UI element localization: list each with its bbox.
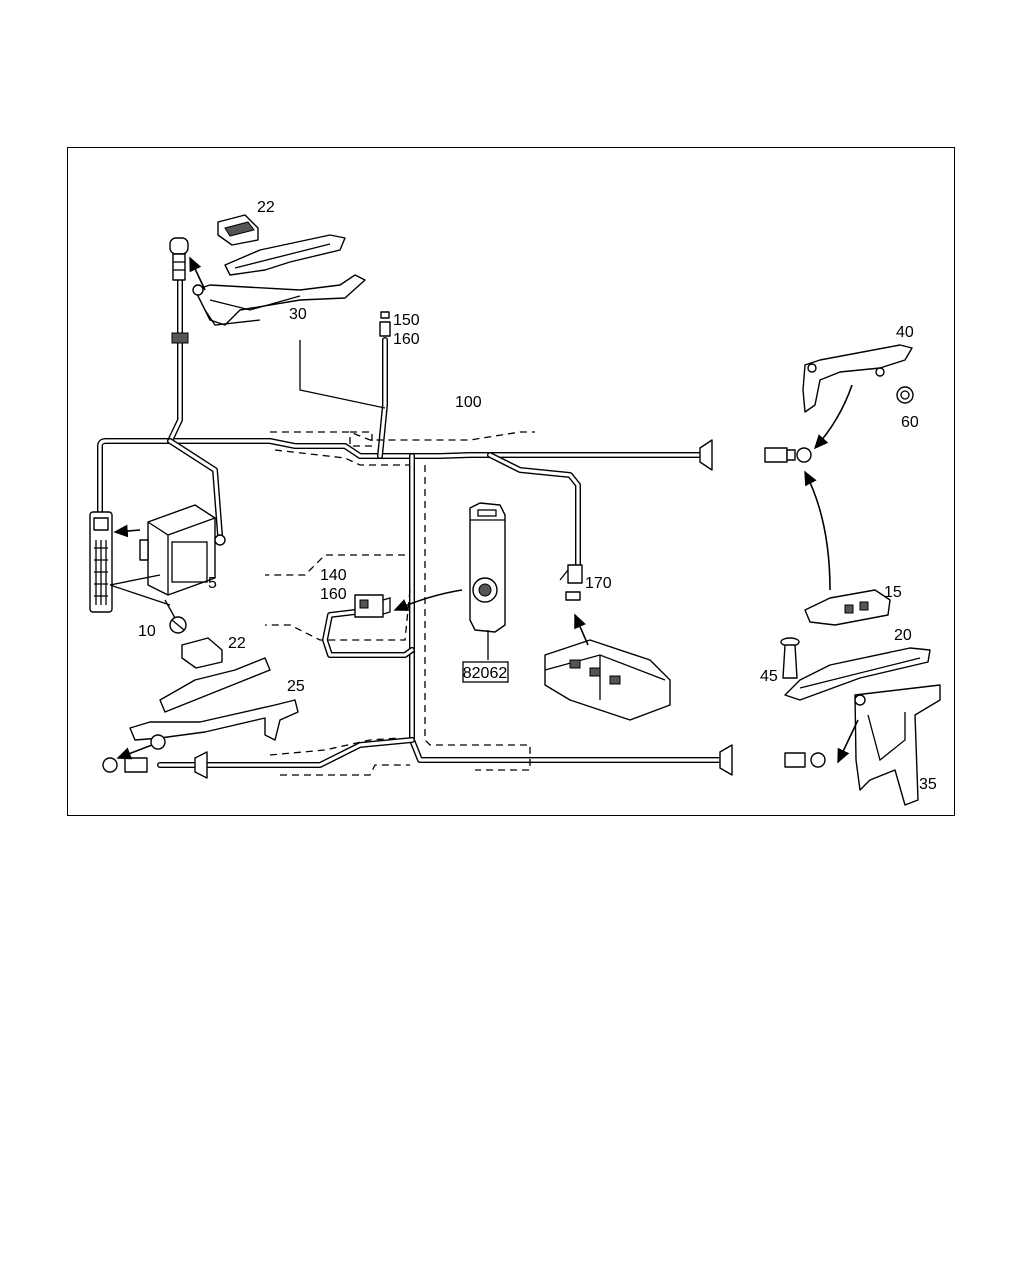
arrow-35 <box>837 719 859 764</box>
arrow-170 <box>574 613 589 646</box>
top-round-connector <box>169 237 189 344</box>
part-60-nut <box>896 386 914 404</box>
main-harness <box>97 277 723 768</box>
callout-150: 150 <box>393 312 420 329</box>
part-22-upper-cover <box>217 214 259 246</box>
relay-fuse-box <box>544 639 671 721</box>
figure-code: 82062 <box>463 665 508 682</box>
part-25-bracket <box>129 699 299 750</box>
callout-22-upper: 22 <box>257 199 275 216</box>
part-170-connector <box>559 564 583 601</box>
callout-30: 30 <box>289 306 307 323</box>
callout-160-top: 160 <box>393 331 420 348</box>
leader-5 <box>109 574 171 606</box>
callout-160-mid: 160 <box>320 586 347 603</box>
part-150-160-connectors <box>379 311 391 337</box>
lower-rail <box>159 657 271 713</box>
callout-60: 60 <box>901 414 919 431</box>
right-top-grommet <box>699 439 812 471</box>
callout-labels: 22 30 150 160 100 40 60 5 10 140 160 170… <box>138 199 937 793</box>
part-35-bracket <box>854 684 941 806</box>
callout-25: 25 <box>287 678 305 695</box>
part-15-cover <box>804 589 891 626</box>
callout-22-lower: 22 <box>228 635 246 652</box>
callout-15: 15 <box>884 584 902 601</box>
callout-40: 40 <box>896 324 914 341</box>
ground-eyelet <box>214 534 226 546</box>
part-5-control-module <box>139 504 216 596</box>
callout-100: 100 <box>455 394 482 411</box>
part-40-bracket <box>802 344 913 413</box>
callout-10: 10 <box>138 623 156 640</box>
arrow-25 <box>116 744 153 760</box>
part-45-clip <box>780 637 800 679</box>
callout-170: 170 <box>585 575 612 592</box>
arrow-22-to-connector <box>189 256 206 291</box>
arrow-plug <box>113 524 141 538</box>
callout-20: 20 <box>894 627 912 644</box>
optional-harness-dashed <box>265 431 535 776</box>
part-22-lower-cover <box>181 637 223 669</box>
callout-5: 5 <box>208 575 217 592</box>
callout-45: 45 <box>760 668 778 685</box>
arrow-to-140 <box>393 589 463 611</box>
part-10-screw <box>164 599 187 634</box>
part-30-bracket-assembly <box>192 234 366 326</box>
lower-right-grommet <box>719 744 826 776</box>
part-140-switch <box>354 594 391 618</box>
part-20-rail <box>784 647 931 701</box>
figure-code-box: 82062 <box>462 661 509 683</box>
arrow-15 <box>804 470 831 591</box>
module-connector-plug <box>89 511 113 613</box>
lower-left-connector <box>102 751 208 779</box>
reference-82062-unit <box>469 502 506 660</box>
callout-35: 35 <box>919 776 937 793</box>
callout-140: 140 <box>320 567 347 584</box>
diagram-frame <box>67 147 955 816</box>
arrow-40 <box>813 384 853 450</box>
